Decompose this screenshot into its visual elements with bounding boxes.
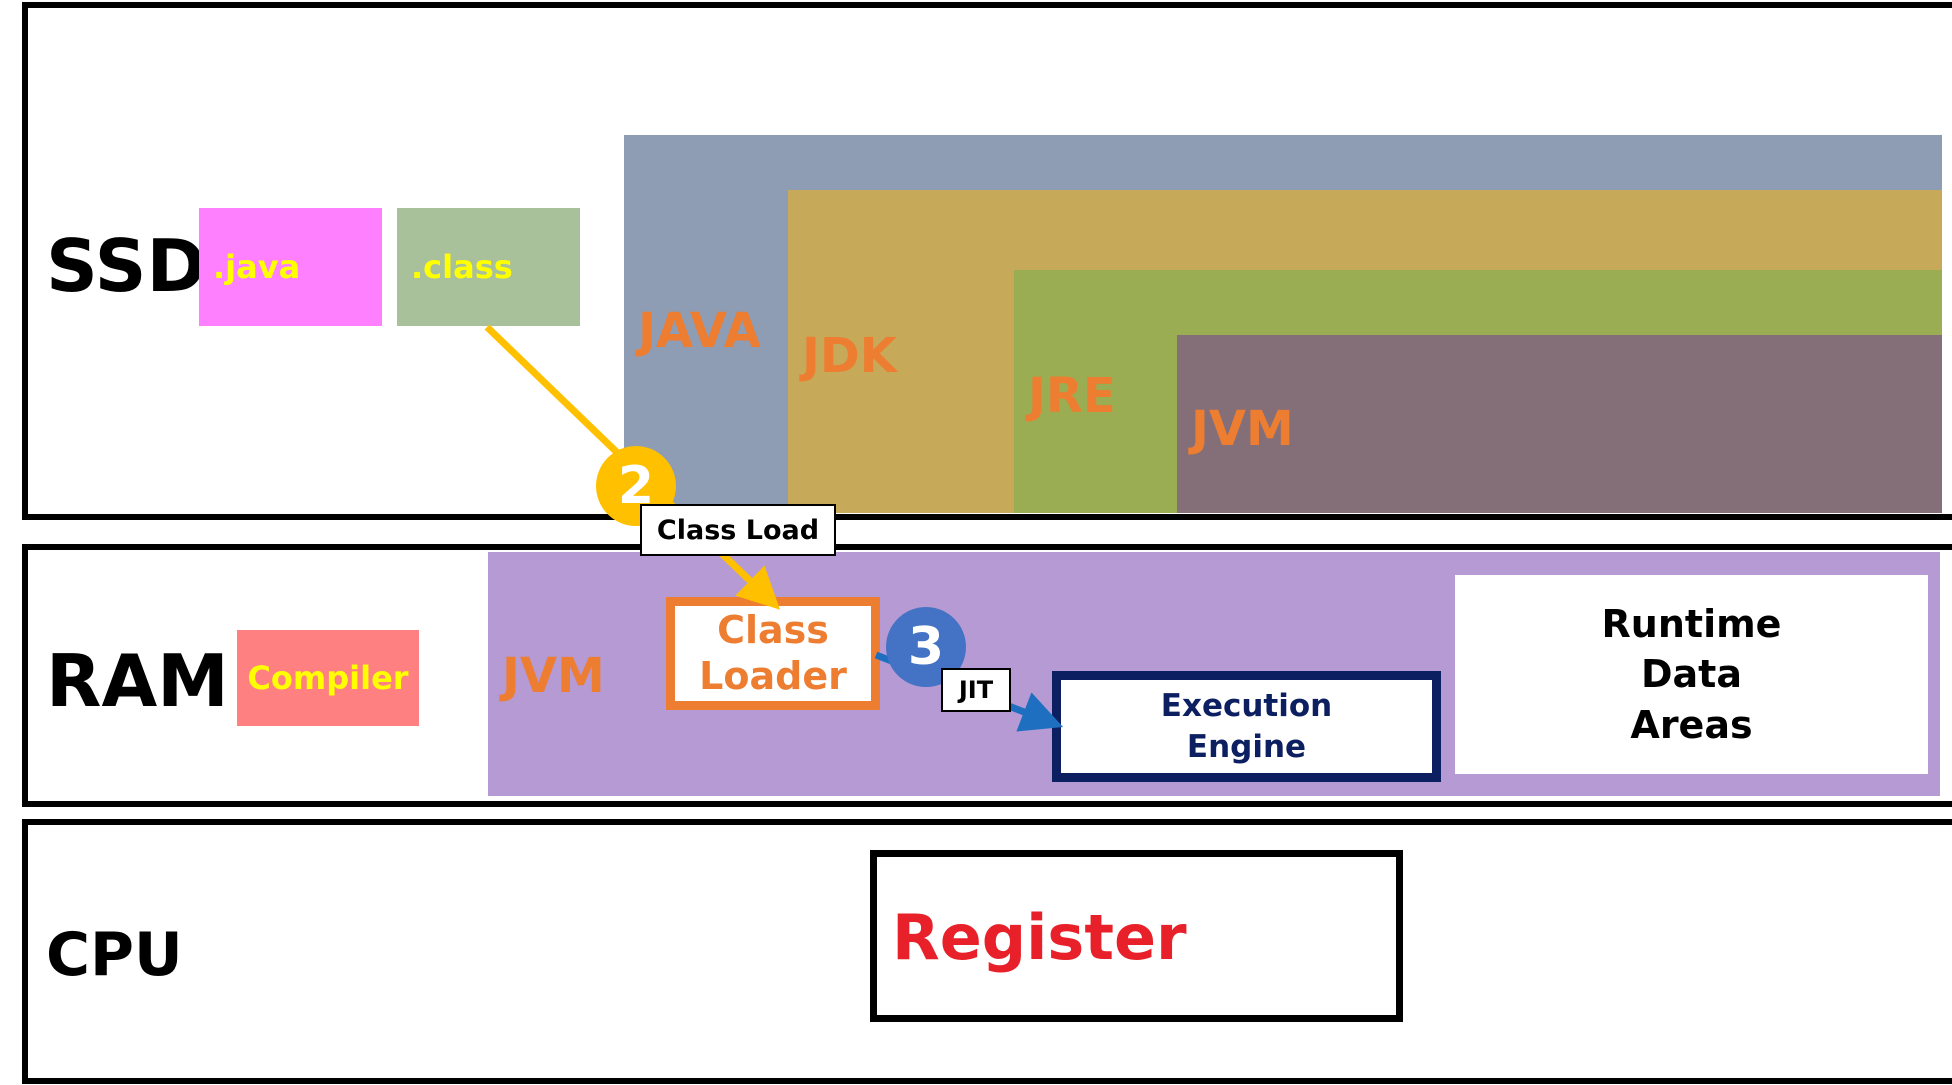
class-loader-box: Class Loader [666,597,880,710]
runtime-line3: Areas [1630,702,1753,747]
class-file-box: .class [397,208,580,326]
step-2-label-box: Class Load [640,504,836,556]
class-loader-line1: Class [717,607,829,652]
step-2-number: 2 [617,456,655,516]
step-3-label: JIT [958,676,994,704]
execution-engine-line2: Engine [1186,728,1307,765]
runtime-data-areas-box: Runtime Data Areas [1455,575,1928,774]
java-file-box: .java [199,208,382,326]
java-layer-label: JAVA [638,303,761,359]
jvm-layer-ssd-label: JVM [1191,401,1294,457]
ram-label: RAM [46,639,229,723]
register-box: Register [870,850,1403,1022]
jdk-layer-label: JDK [802,328,897,384]
java-file-label: .java [213,248,301,286]
execution-engine-line1: Execution [1160,688,1333,725]
runtime-line1: Runtime [1601,602,1782,647]
class-loader-line2: Loader [699,653,847,698]
step-3-number: 3 [907,617,945,677]
class-file-label: .class [411,248,513,286]
ram-jvm-label: JVM [502,648,605,704]
jre-layer-label: JRE [1028,368,1116,424]
step-3-label-box: JIT [941,668,1011,712]
jvm-layer-ssd: JVM [1177,335,1942,513]
execution-engine-box: Execution Engine [1052,671,1441,782]
runtime-line2: Data [1641,652,1742,697]
ssd-label: SSD [46,224,207,308]
compiler-label: Compiler [247,659,409,697]
cpu-label: CPU [46,920,183,990]
compiler-box: Compiler [237,630,419,726]
step-2-label: Class Load [656,514,820,546]
register-label: Register [892,901,1187,974]
